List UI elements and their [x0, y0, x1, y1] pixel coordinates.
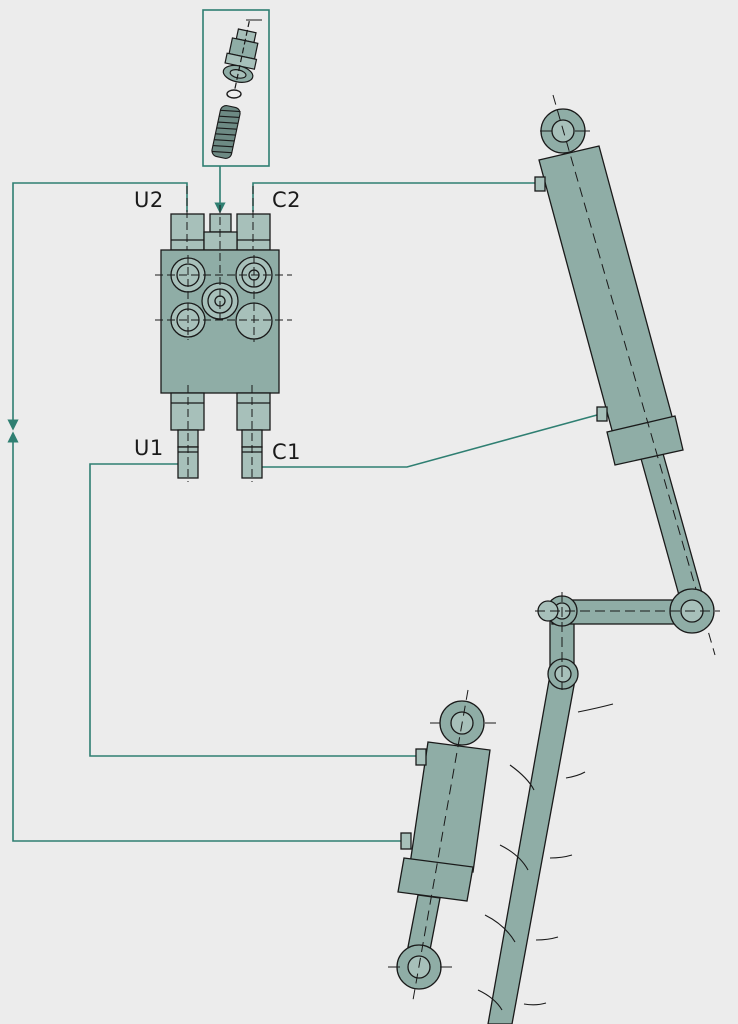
- line-u2-return: [7, 182, 188, 431]
- line-u1-lower-cylinder: [89, 463, 416, 757]
- linkage-arm-icon: [477, 588, 720, 1024]
- upper-cylinder-icon: [534, 94, 716, 656]
- line-lower-cylinder-return: [7, 431, 402, 842]
- port-label-c2: C2: [272, 188, 302, 212]
- hydraulic-lines: [7, 166, 598, 842]
- control-valve-block-icon: [155, 186, 292, 482]
- lower-cylinder-icon: [388, 689, 496, 1001]
- port-label-u1: U1: [134, 436, 164, 460]
- port-label-c1: C1: [272, 440, 302, 464]
- port-label-u2: U2: [134, 188, 164, 212]
- valve-cartridge-icon: [202, 9, 270, 167]
- line-c1-upper-cylinder: [253, 414, 598, 468]
